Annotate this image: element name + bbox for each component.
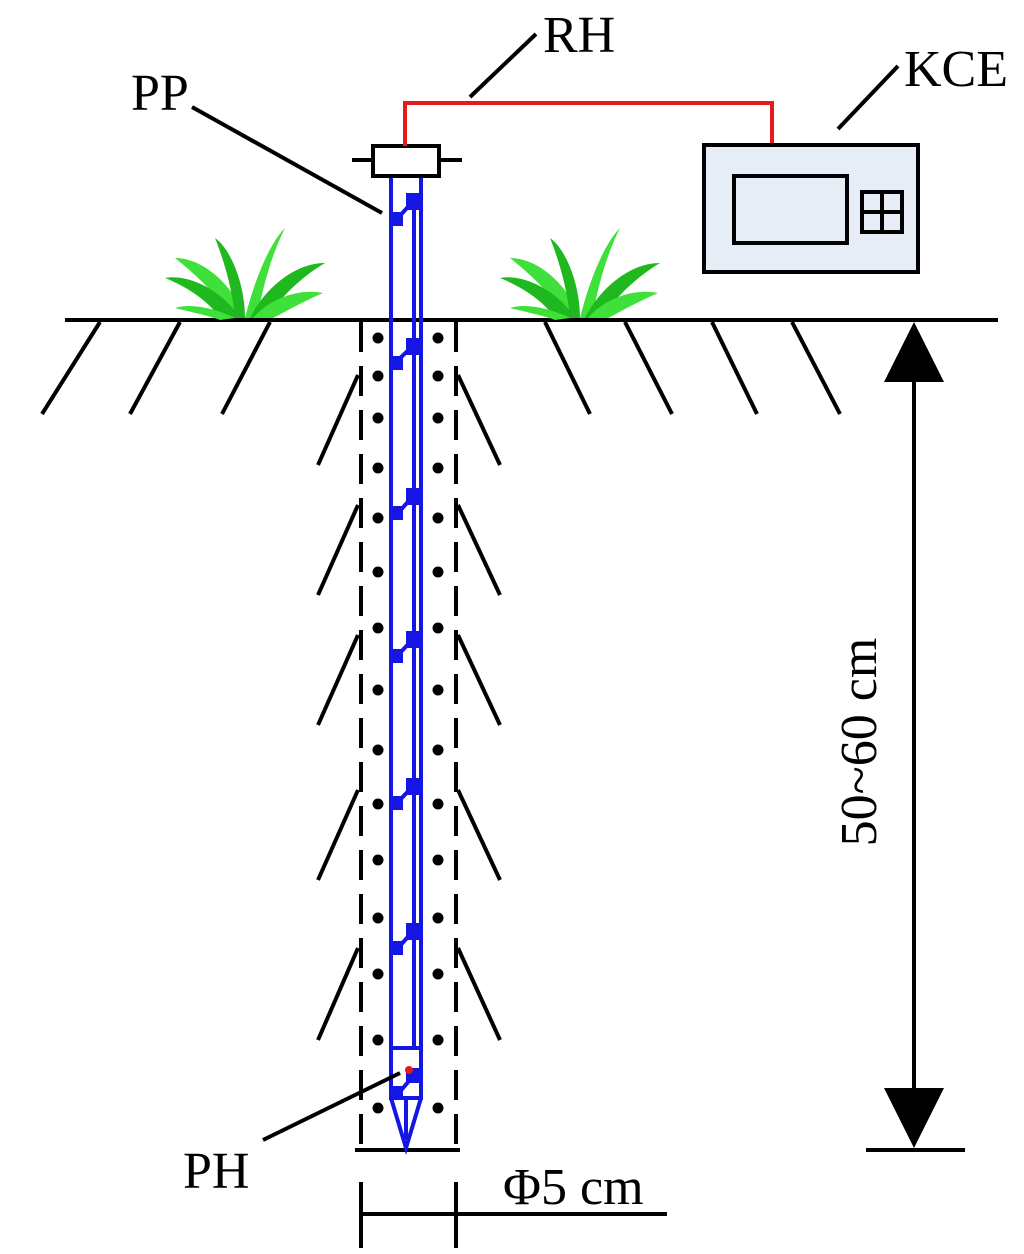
label-kce: KCE [904,41,1008,98]
leader-rh [468,32,538,99]
leader-kce [836,64,900,131]
borehole [355,322,460,1152]
grass-tuft-icon-right [500,228,660,320]
leader-ph [262,1071,401,1142]
arrow-down-icon [884,1088,944,1148]
grass-tuft-icon-left [165,228,325,320]
diameter-dimension [359,1182,667,1248]
label-depth: 50~60 cm [831,638,888,847]
backfill-dots [372,332,444,1114]
ground-surface [40,318,998,416]
probe-cap [352,144,462,178]
arrow-up-icon [884,322,944,382]
leader-pp [191,105,383,215]
leader-lines [191,32,900,1142]
label-rh: RH [543,7,615,64]
sensor-connectors [393,193,419,1100]
label-pp: PP [131,65,189,122]
sensor-dot [405,1066,413,1074]
cable-rh [403,101,774,146]
soil-hatch-marks [316,374,502,1041]
device-screen [732,174,849,245]
depth-dimension [866,322,965,1152]
label-ph: PH [183,1143,249,1200]
data-logger-device [702,143,920,274]
ground-hatching [40,320,842,416]
label-diameter: Φ5 cm [503,1159,644,1216]
keypad-icon [860,190,904,234]
